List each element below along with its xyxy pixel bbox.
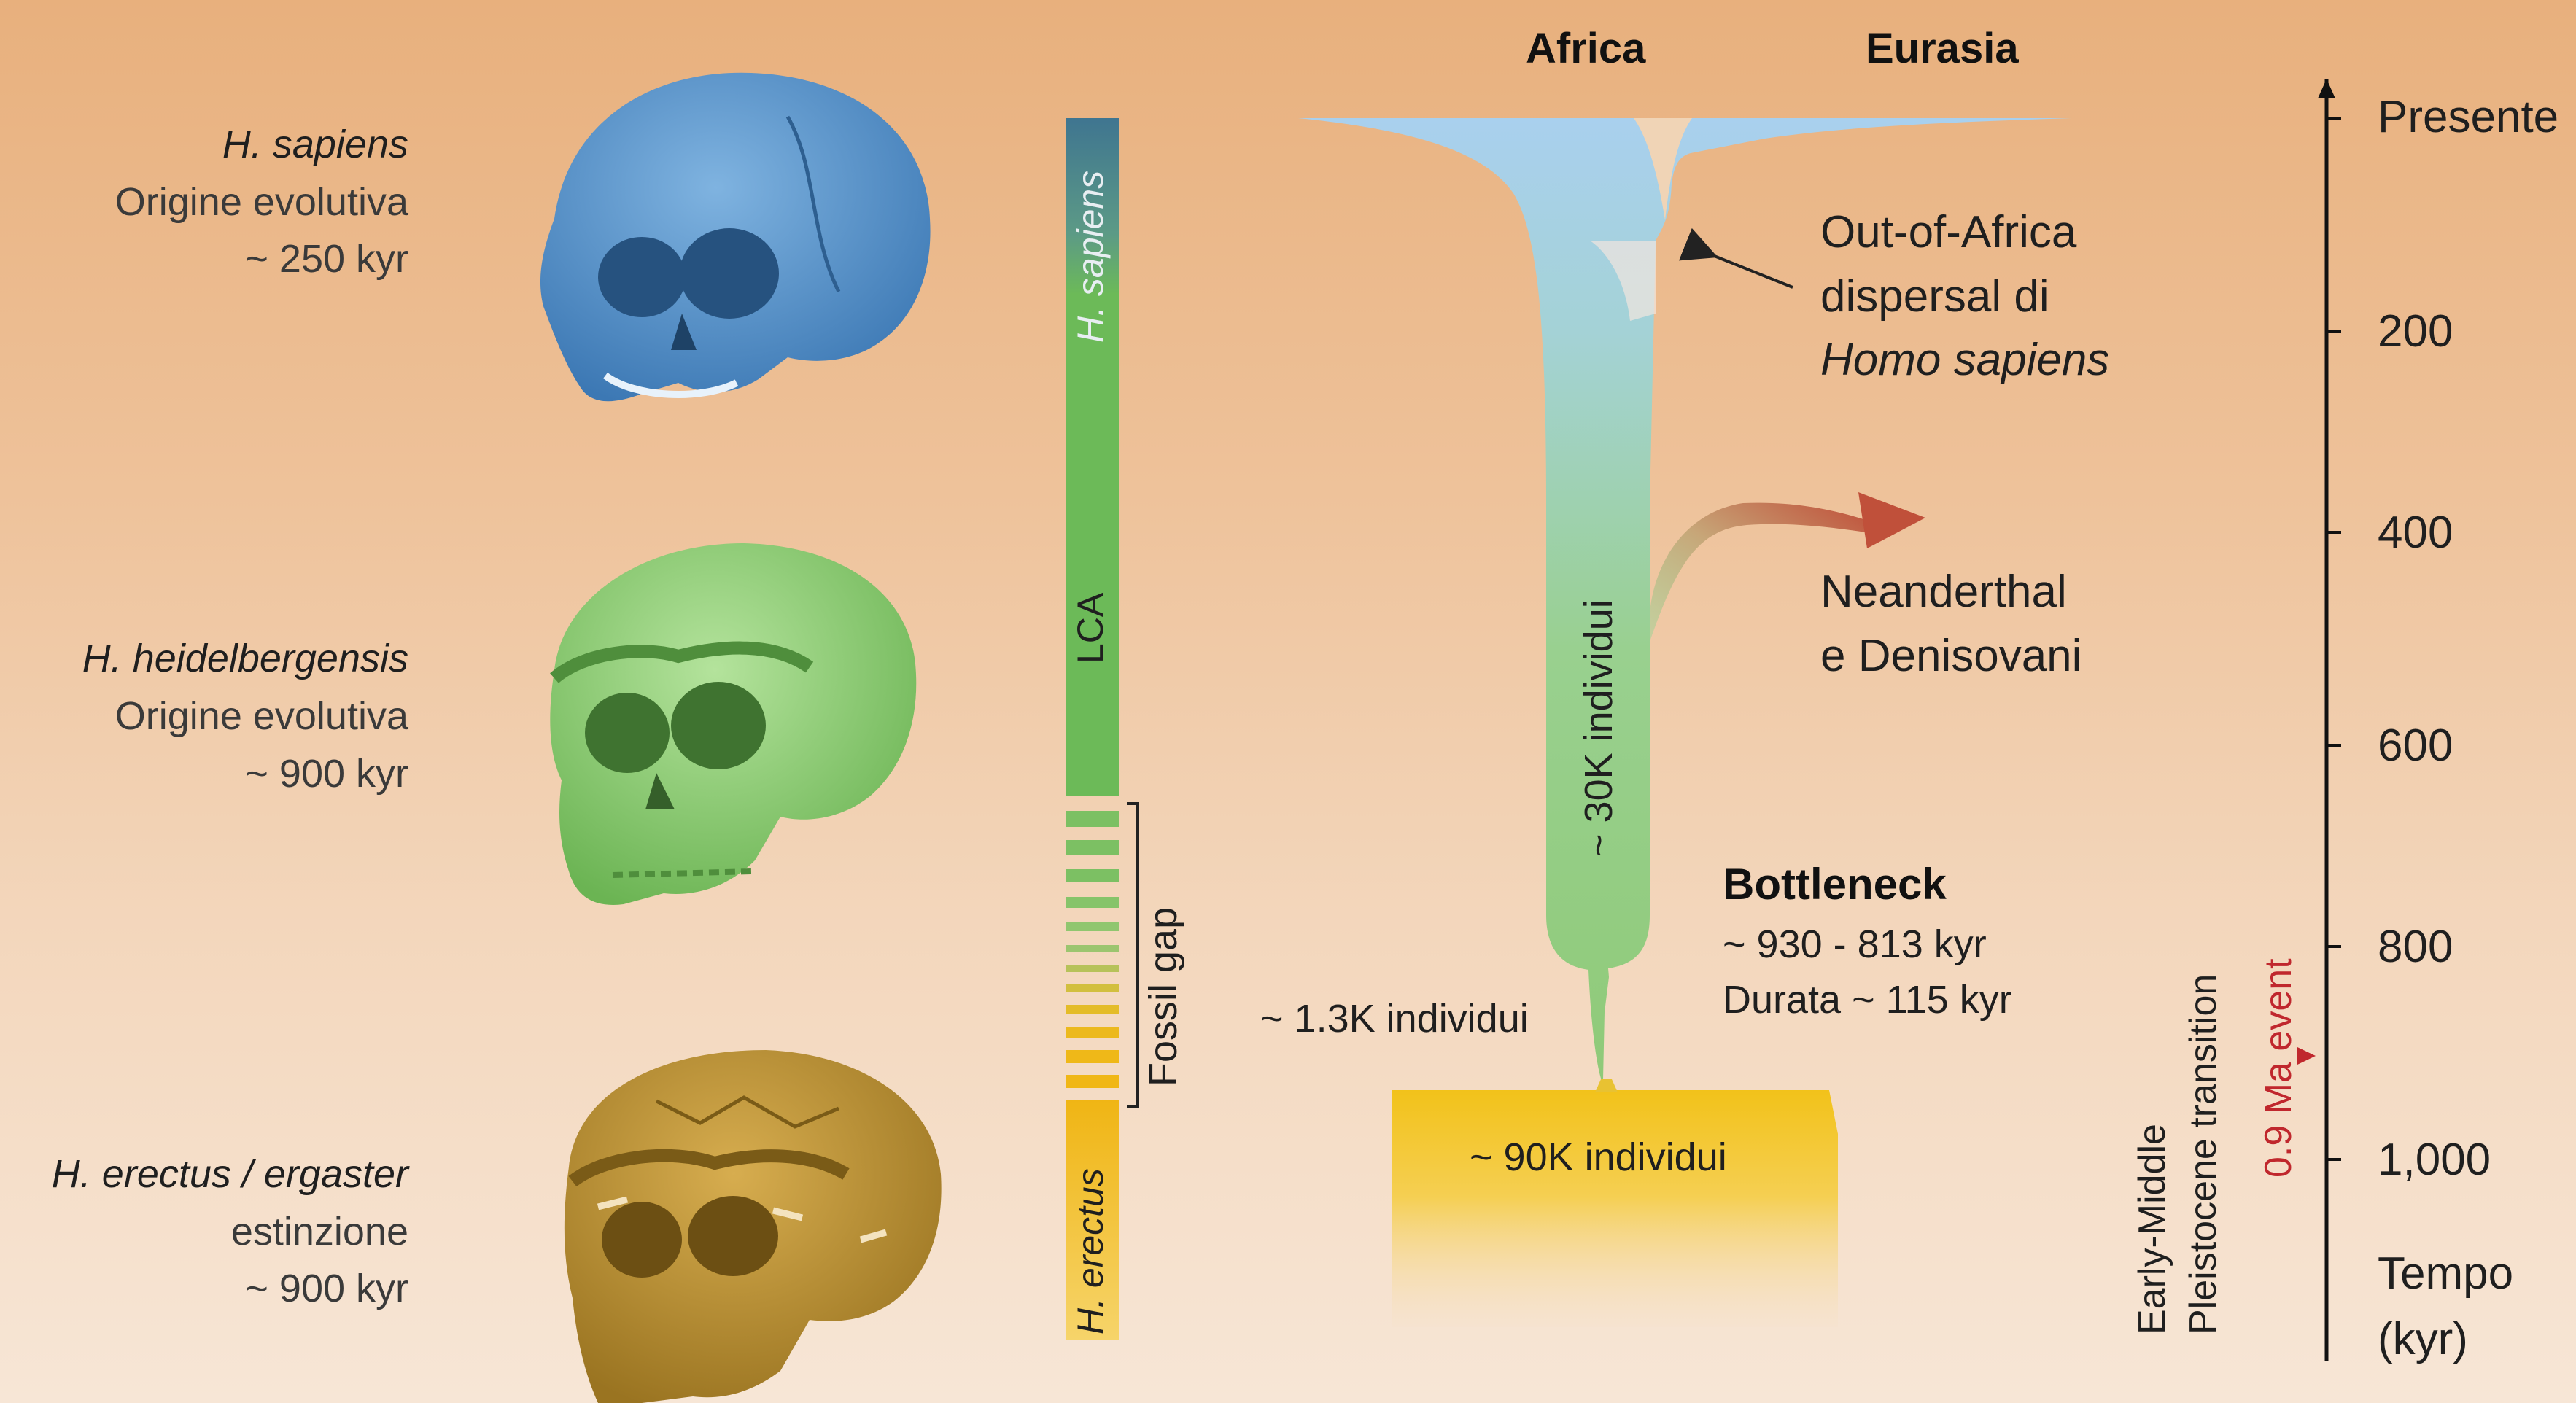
species-sapiens-name: H. sapiens (222, 125, 408, 164)
species-heidelbergensis-event: Origine evolutiva (115, 696, 408, 736)
species-erectus-name: H. erectus / ergaster (52, 1154, 408, 1194)
species-erectus-age: ~ 900 kyr (245, 1269, 408, 1308)
axis-title-line2: (kyr) (2378, 1317, 2468, 1362)
region-africa: Africa (1526, 28, 1645, 70)
out-of-africa-line2: dispersal di (1820, 265, 2049, 329)
axis-tick-800: 800 (2378, 925, 2453, 970)
bar-label-sapiens: H. sapiens (1072, 171, 1109, 343)
neanderthal-line2: e Denisovani (1820, 624, 2082, 688)
transition-label-line2: Pleistocene transition (2184, 974, 2222, 1334)
bar-label-erectus: H. erectus (1072, 1168, 1109, 1334)
neanderthal-line1: Neanderthal (1820, 560, 2067, 624)
fossil-gap-label: Fossil gap (1144, 907, 1183, 1087)
time-axis (2297, 79, 2341, 1361)
out-of-africa-line1: Out-of-Africa (1820, 201, 2076, 265)
pop-90k-label: ~ 90K individui (1470, 1138, 1727, 1177)
event-marker-icon (2297, 1047, 2316, 1065)
species-sapiens-age: ~ 250 kyr (245, 239, 408, 279)
axis-top-label: Presente (2378, 95, 2558, 140)
region-eurasia: Eurasia (1866, 28, 2019, 70)
out-of-africa-arrow (1712, 255, 1793, 287)
species-sapiens-event: Origine evolutiva (115, 182, 408, 222)
pop-30k-label: ~ 30K individui (1579, 599, 1618, 857)
skull-erectus-icon (565, 1050, 942, 1403)
species-heidelbergensis-age: ~ 900 kyr (245, 754, 408, 793)
out-of-africa-line3: Homo sapiens (1820, 328, 2109, 392)
transition-label-line1: Early-Middle (2133, 1124, 2171, 1334)
event-label: 0.9 Ma event (2259, 958, 2297, 1178)
species-erectus-event: estinzione (231, 1212, 408, 1251)
axis-tick-600: 600 (2378, 723, 2453, 769)
skull-heidelbergensis-icon (550, 543, 916, 905)
bottleneck-duration: Durata ~ 115 kyr (1723, 980, 2012, 1019)
bottleneck-range: ~ 930 - 813 kyr (1723, 925, 1987, 964)
axis-tick-200: 200 (2378, 309, 2453, 354)
species-heidelbergensis-name: H. heidelbergensis (82, 639, 408, 678)
skull-sapiens-icon (540, 73, 931, 402)
axis-tick-400: 400 (2378, 510, 2453, 556)
pop-1-3k-label: ~ 1.3K individui (1260, 999, 1529, 1038)
bottleneck-title: Bottleneck (1723, 863, 1947, 906)
axis-title-line1: Tempo (2378, 1251, 2513, 1297)
axis-tick-1000: 1,000 (2378, 1138, 2491, 1183)
bar-label-lca: LCA (1072, 593, 1109, 664)
